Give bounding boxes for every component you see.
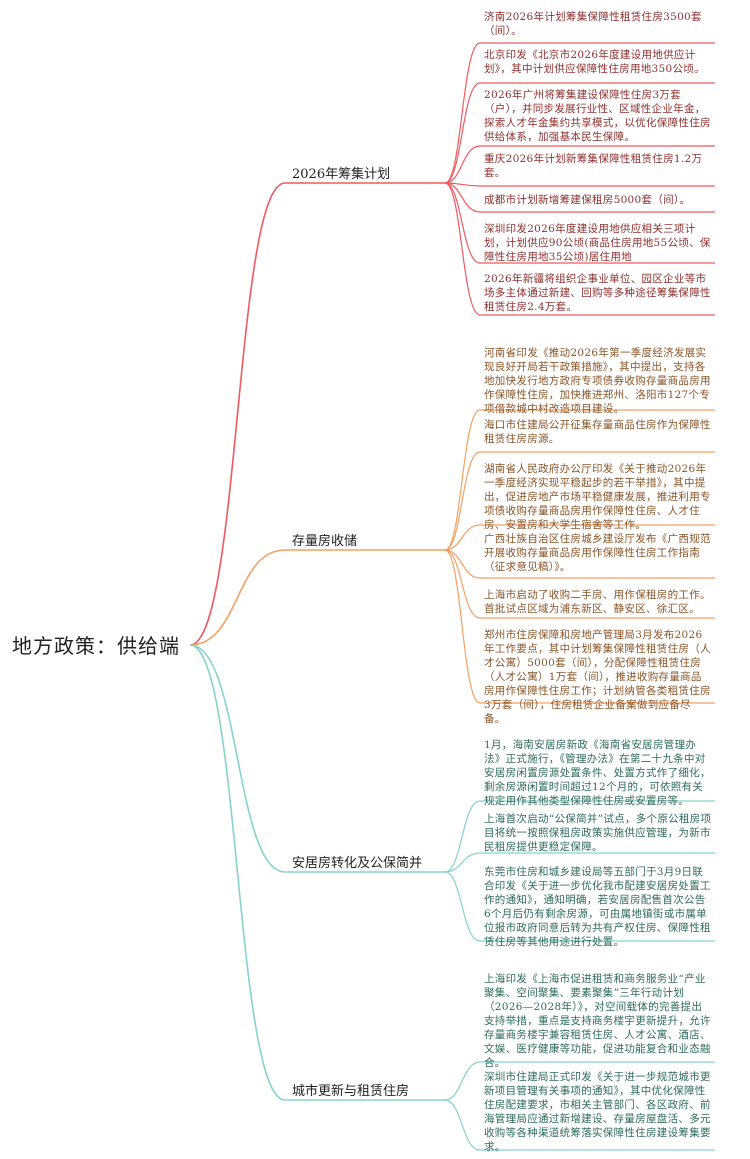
leaf-connector [444, 145, 715, 184]
leaf-connector [444, 451, 715, 551]
leaf-connector [444, 524, 715, 551]
root-node[interactable]: 地方政策：供给端 [12, 634, 180, 658]
branch-node[interactable]: 城市更新与租赁住房 [292, 1084, 410, 1099]
leaf-node[interactable]: 广西壮族自治区住房城乡建设厅发布《广西规范开展收购存量商品房用作保障性住房工作指… [484, 533, 711, 573]
leaf-connector [444, 82, 715, 184]
branch-connector [189, 182, 445, 646]
leaf-node[interactable]: 海口市住建局公开征集存量商品住房作为保障性租赁住房房源。 [484, 419, 711, 445]
leaf-node[interactable]: 北京印发《北京市2026年度建设用地供应计划》，其中计划供应保障性住房用地350… [484, 49, 705, 75]
leaf-connector [444, 871, 715, 942]
leaf-node[interactable]: 2026年新疆将组织企事业单位、园区企业等市场多主体通过新建、回购等多种途径筹集… [484, 273, 711, 313]
leaf-connector [444, 42, 715, 184]
branch-connector [189, 644, 445, 873]
leaf-node[interactable]: 1月，海南安居房新政《海南省安居房管理办法》正式施行，《管理办法》在第二十九条中… [484, 739, 711, 807]
leaf-connector [444, 1061, 715, 1101]
branch-node[interactable]: 2026年筹集计划 [292, 167, 391, 182]
leaf-connector [444, 549, 715, 579]
leaf-node[interactable]: 深圳印发2026年度建设用地供应相关三项计划，计划供应90公顷(商品住房用地55… [484, 223, 711, 263]
branch-connector [189, 644, 445, 1101]
branch-connector [189, 549, 445, 646]
leaf-connector [444, 1099, 715, 1151]
leaf-connector [444, 182, 715, 187]
leaf-node[interactable]: 东莞市住房和城乡建设局等五部门于3月9日联合印发《关于进一步优化我市配建安居房处… [484, 866, 711, 948]
leaf-node[interactable]: 上海市启动了收购二手房、用作保租房的工作。首批试点区域为浦东新区、静安区、徐汇区… [484, 589, 711, 615]
leaf-connector [444, 549, 715, 704]
leaf-connector [444, 852, 715, 873]
leaf-connector [444, 182, 715, 316]
leaf-node[interactable]: 成都市计划新增筹建保租房5000套（间）。 [484, 194, 691, 206]
leaf-connector [444, 182, 715, 213]
branch-node[interactable]: 存量房收储 [292, 534, 358, 549]
leaf-node[interactable]: 郑州市住房保障和房地产管理局3月发布2026年工作要点，其中计划筹集保障性租赁住… [484, 629, 711, 725]
leaf-connector [444, 182, 715, 264]
leaf-node[interactable]: 深圳市住建局正式印发《关于进一步规范城市更新项目管理有关事项的通知》，其中优化保… [484, 1071, 711, 1153]
leaf-node[interactable]: 济南2026年计划筹集保障性租赁住房3500套（间）。 [484, 11, 702, 37]
leaf-connector [444, 409, 715, 551]
leaf-node[interactable]: 2026年广州将筹集建设保障性住房3万套（户），并同步发展行业性、区域性企业年金… [484, 89, 711, 143]
leaf-node[interactable]: 上海印发《上海市促进租赁和商务服务业“产业聚集、空间聚集、要素聚集”三年行动计划… [484, 973, 711, 1069]
leaf-connector [444, 549, 715, 619]
branch-node[interactable]: 安居房转化及公保简并 [292, 856, 423, 871]
leaf-node[interactable]: 河南省印发《推动2026年第一季度经济发展实现良好开局若干政策措施》，其中提出，… [484, 347, 711, 415]
leaf-node[interactable]: 上海首次启动“公保简并”试点，多个原公租房项目将统一按照保租房政策实施供应管理，… [484, 813, 712, 853]
leaf-node[interactable]: 湖南省人民政府办公厅印发《关于推动2026年一季度经济实现平稳起步的若干举措》，… [484, 463, 711, 531]
leaf-connector [444, 800, 715, 873]
leaf-node[interactable]: 重庆2026年计划新筹集保障性租赁住房1.2万套。 [484, 153, 703, 179]
